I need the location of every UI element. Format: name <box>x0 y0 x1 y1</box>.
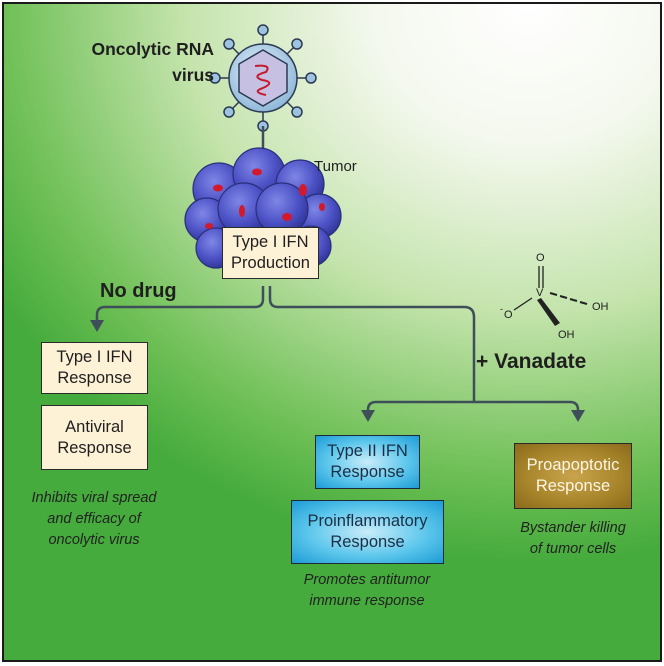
arrow-vanadate <box>268 286 580 414</box>
virus-icon <box>209 24 317 132</box>
arrowhead-type1-response <box>90 320 104 332</box>
vanadate-oh-bottom: OH <box>558 329 575 341</box>
vanadate-o-minus: O <box>504 309 513 321</box>
proinflammatory-note: Promotes antitumor immune response <box>303 572 431 609</box>
diagram-graphics <box>90 24 588 422</box>
arrow-no-drug <box>95 286 265 324</box>
vanadate-structure-icon <box>513 266 588 326</box>
vanadate-label: + Vanadate <box>476 350 587 373</box>
tumor-cluster <box>184 147 342 269</box>
tumor-label: Tumor <box>314 158 357 175</box>
vanadate-oh-right: OH <box>592 301 609 313</box>
vanadate-minus-sign: - <box>500 304 503 314</box>
proapoptotic-note: Bystander killing of tumor cells <box>520 520 626 557</box>
arrowhead-type2-response <box>361 410 375 422</box>
vanadate-v: V <box>536 287 544 299</box>
arrowhead-proapoptotic <box>571 410 585 422</box>
virus-title: Oncolytic RNA virus <box>91 39 214 85</box>
no-drug-label: No drug <box>100 280 177 302</box>
antiviral-note: Inhibits viral spread and efficacy of on… <box>31 490 157 548</box>
vanadate-o-top: O <box>536 252 545 264</box>
